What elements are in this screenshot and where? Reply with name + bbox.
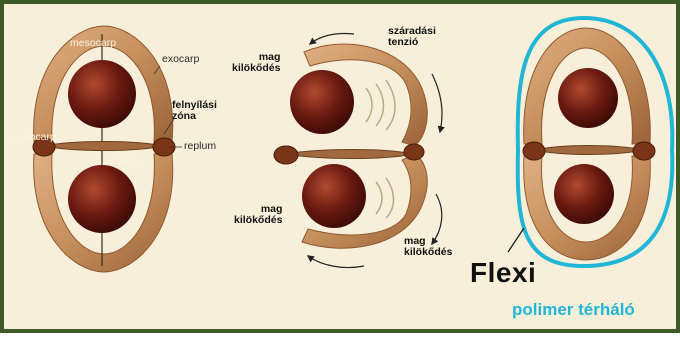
- left-seed-bottom: [68, 165, 136, 233]
- label-mag-kilokodes-left-2: kilökődés: [234, 215, 282, 226]
- label-felnyilasi-zona: felnyílási zóna: [172, 100, 217, 122]
- middle-replum-knob-left: [274, 146, 298, 164]
- left-fruit: [33, 26, 182, 272]
- middle-seed-bottom: [302, 164, 366, 228]
- right-replum-knob-right: [633, 142, 655, 160]
- right-replum-knob-left: [523, 142, 545, 160]
- middle-replum: [284, 150, 414, 159]
- arrow-top-left: [310, 33, 354, 44]
- label-exocarp: exocarp: [162, 54, 199, 65]
- brand-polimer-terhalo: polimer térháló: [512, 301, 635, 319]
- right-fruit: [508, 18, 672, 266]
- arrow-top-right: [432, 74, 442, 132]
- label-endocarp: endocarp: [12, 132, 56, 143]
- label-mag-kilokodes-top-2: kilökődés: [232, 63, 280, 74]
- label-szaradasi-tenzio: száradási tenzió: [388, 26, 436, 48]
- right-seed-bottom: [554, 164, 614, 224]
- label-felnyilasi-line2: zóna: [172, 111, 217, 122]
- left-seed-top: [68, 60, 136, 128]
- label-replum: replum: [184, 141, 216, 152]
- label-septum: septum: [106, 156, 140, 167]
- right-seed-top: [558, 68, 618, 128]
- left-replum: [44, 142, 164, 151]
- brand-flexi: Flexi: [470, 258, 536, 287]
- diagram-graphic: [4, 4, 680, 337]
- label-mag-kilokodes-top: mag kilökődés: [232, 52, 280, 74]
- middle-seed-top: [290, 70, 354, 134]
- arrow-bottom-left: [308, 256, 364, 268]
- right-replum: [534, 146, 644, 155]
- middle-replum-knob-right: [404, 144, 424, 160]
- label-szaradasi-2: tenzió: [388, 37, 436, 48]
- label-mag-kilokodes-right-2: kilökődés: [404, 247, 452, 258]
- label-mesocarp: mesocarp: [70, 38, 116, 49]
- label-mag-kilokodes-right: mag kilökődés: [404, 236, 452, 258]
- label-mag-kilokodes-left: mag kilökődés: [234, 204, 282, 226]
- middle-fruit: [274, 33, 442, 267]
